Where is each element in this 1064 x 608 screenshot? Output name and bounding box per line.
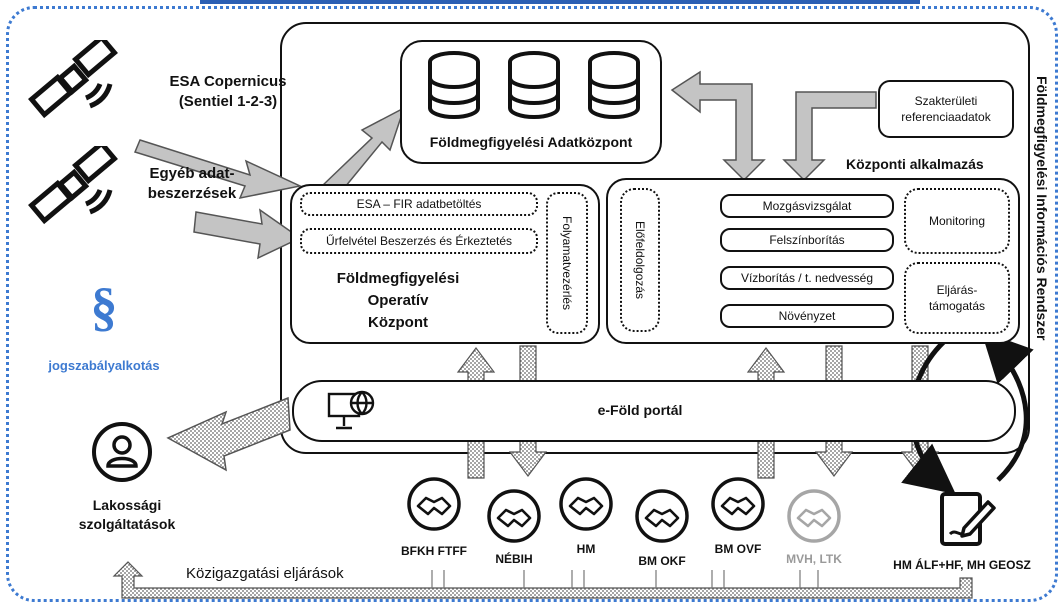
handshake-icon (407, 477, 461, 531)
system-title: Földmegfigyelési Információs Rendszer (1034, 76, 1050, 341)
source-copernicus: ESA Copernicus (Sentiel 1-2-3) (169, 73, 287, 110)
esa-fir-box: ESA – FIR adatbetöltés (300, 192, 538, 216)
curve-arrow-up (981, 330, 1034, 482)
handshake-icon (559, 477, 613, 531)
monitoring-label: Monitoring (928, 214, 986, 228)
partner-label: NÉBIH (495, 552, 533, 566)
database-icons (428, 51, 640, 119)
acquisition-label: Űrfelvétel Beszerzés és Érkeztetés (325, 234, 513, 248)
central-item-movement: Mozgásvizsgálat (720, 194, 894, 218)
partner-bm-ovf: BM OVF (698, 476, 778, 556)
central-item-label: Mozgásvizsgálat (762, 199, 852, 213)
partner-label: MVH, LTK (786, 552, 842, 566)
partner-bm-okf: BM OKF (622, 488, 702, 568)
handshake-icon (787, 489, 841, 543)
admin-line-ticks (431, 570, 819, 588)
preprocessing-label: Előfeldolgozás (633, 220, 647, 300)
source-other-acquisitions: Egyéb adat- beszerzések (147, 165, 237, 202)
central-item-vegetation: Növényzet (720, 304, 894, 328)
esa-fir-label: ESA – FIR adatbetöltés (356, 197, 482, 211)
central-item-label: Felszínborítás (769, 233, 845, 247)
globe-computer-icon (327, 390, 375, 430)
database-icon (428, 51, 480, 119)
database-icon (588, 51, 640, 119)
handshake-icon (711, 477, 765, 531)
acquisition-box: Űrfelvétel Beszerzés és Érkeztetés (300, 228, 538, 254)
partner-label: BM OKF (638, 554, 686, 568)
satellite-icon (28, 40, 118, 119)
monitoring-box: Monitoring (904, 188, 1010, 254)
partner-label: BFKH FTFF (401, 544, 467, 558)
law-label: jogszabályalkotás (48, 358, 160, 373)
outer-frame (6, 6, 1058, 602)
defense-label: HM ÁLF+HF, MH GEOSZ (893, 558, 1031, 572)
central-item-water: Vízborítás / t. nedvesség (720, 266, 894, 290)
partner-label: BM OVF (714, 542, 762, 556)
partner-label: HM (576, 542, 596, 556)
arrow-datacenter-central (670, 70, 766, 182)
arrow-copernicus-in (133, 139, 303, 200)
arrow-other-in (193, 208, 302, 260)
operative-center-label: Földmegfigyelési Operatív Központ (336, 270, 460, 331)
portal-label: e-Föld portál (597, 402, 683, 418)
arrow-portal-public (166, 396, 291, 472)
procedure-support-label: Eljárás- támogatás (928, 283, 986, 313)
process-control-box: Folyamatvezérlés (546, 192, 588, 334)
document-pen-icon (940, 492, 996, 546)
law-symbol-icon: § (90, 277, 118, 337)
arrow-reference-central (782, 91, 877, 182)
satellite-icon (28, 146, 118, 225)
handshake-icon (487, 489, 541, 543)
partner-mvh-ltk: MVH, LTK (774, 488, 854, 566)
central-app-title: Központi alkalmazás (846, 156, 984, 172)
partner-nebih: NÉBIH (474, 488, 554, 566)
partner-bfkh: BFKH FTFF (394, 476, 474, 558)
top-accent-bar (200, 0, 920, 4)
preprocessing-box: Előfeldolgozás (620, 188, 660, 332)
database-icon (508, 51, 560, 119)
central-item-label: Növényzet (778, 309, 836, 323)
portal-box (292, 380, 1016, 442)
process-control-label: Folyamatvezérlés (560, 215, 574, 311)
person-icon (92, 422, 152, 482)
central-item-landcover: Felszínborítás (720, 228, 894, 252)
reference-data-box: Szakterületi referenciaadatok (878, 80, 1014, 138)
partner-hm: HM (546, 476, 626, 556)
public-services-label: Lakossági szolgáltatások (78, 497, 176, 532)
admin-procedures-line (112, 561, 973, 599)
central-item-label: Vízborítás / t. nedvesség (740, 271, 874, 285)
handshake-icon (635, 489, 689, 543)
reference-data-label: Szakterületi referenciaadatok (901, 94, 991, 124)
procedure-support-box: Eljárás- támogatás (904, 262, 1010, 334)
admin-procedures-label: Közigazgatási eljárások (180, 565, 350, 582)
data-center-label: Földmegfigyelési Adatközpont (429, 134, 633, 150)
